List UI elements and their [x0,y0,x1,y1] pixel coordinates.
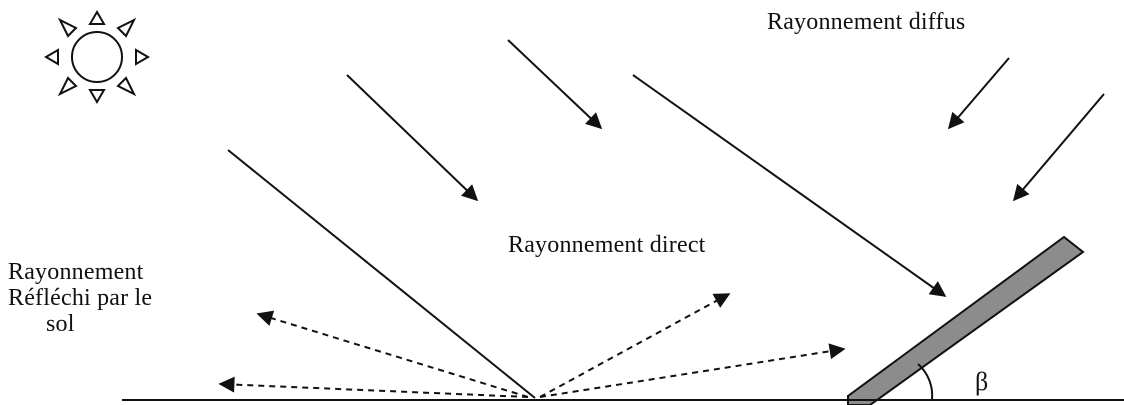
sun-icon [44,10,150,104]
tilt-angle-arc [917,363,934,400]
reflected-ray-4 [539,343,846,398]
reflected-ray-2 [218,376,529,398]
reflected-ray-1 [256,310,529,398]
reflected-label-line-1: Rayonnement [8,259,144,285]
reflected-label-line-3: sol [46,311,75,337]
reflected-radiation-rays [218,293,846,398]
direct-radiation-rays [227,39,947,399]
diffuse-radiation-rays [947,57,1105,202]
direct-ray-2 [346,74,479,202]
direct-ray-1 [227,149,536,399]
reflected-ray-3 [539,293,731,398]
diffuse-ray-1 [947,57,1010,130]
diffuse-ray-2 [1012,93,1105,202]
diffuse-radiation-label: Rayonnement diffus [767,9,966,35]
reflected-label-line-2: Réfléchi par le [8,285,153,311]
direct-ray-3 [507,39,603,130]
tilt-angle-label: β [975,367,989,396]
tilted-panel [847,235,1085,405]
direct-ray-4 [632,74,947,297]
direct-radiation-label: Rayonnement direct [508,232,706,258]
reflected-radiation-label: Rayonnement Réfléchi par le sol [8,259,152,337]
